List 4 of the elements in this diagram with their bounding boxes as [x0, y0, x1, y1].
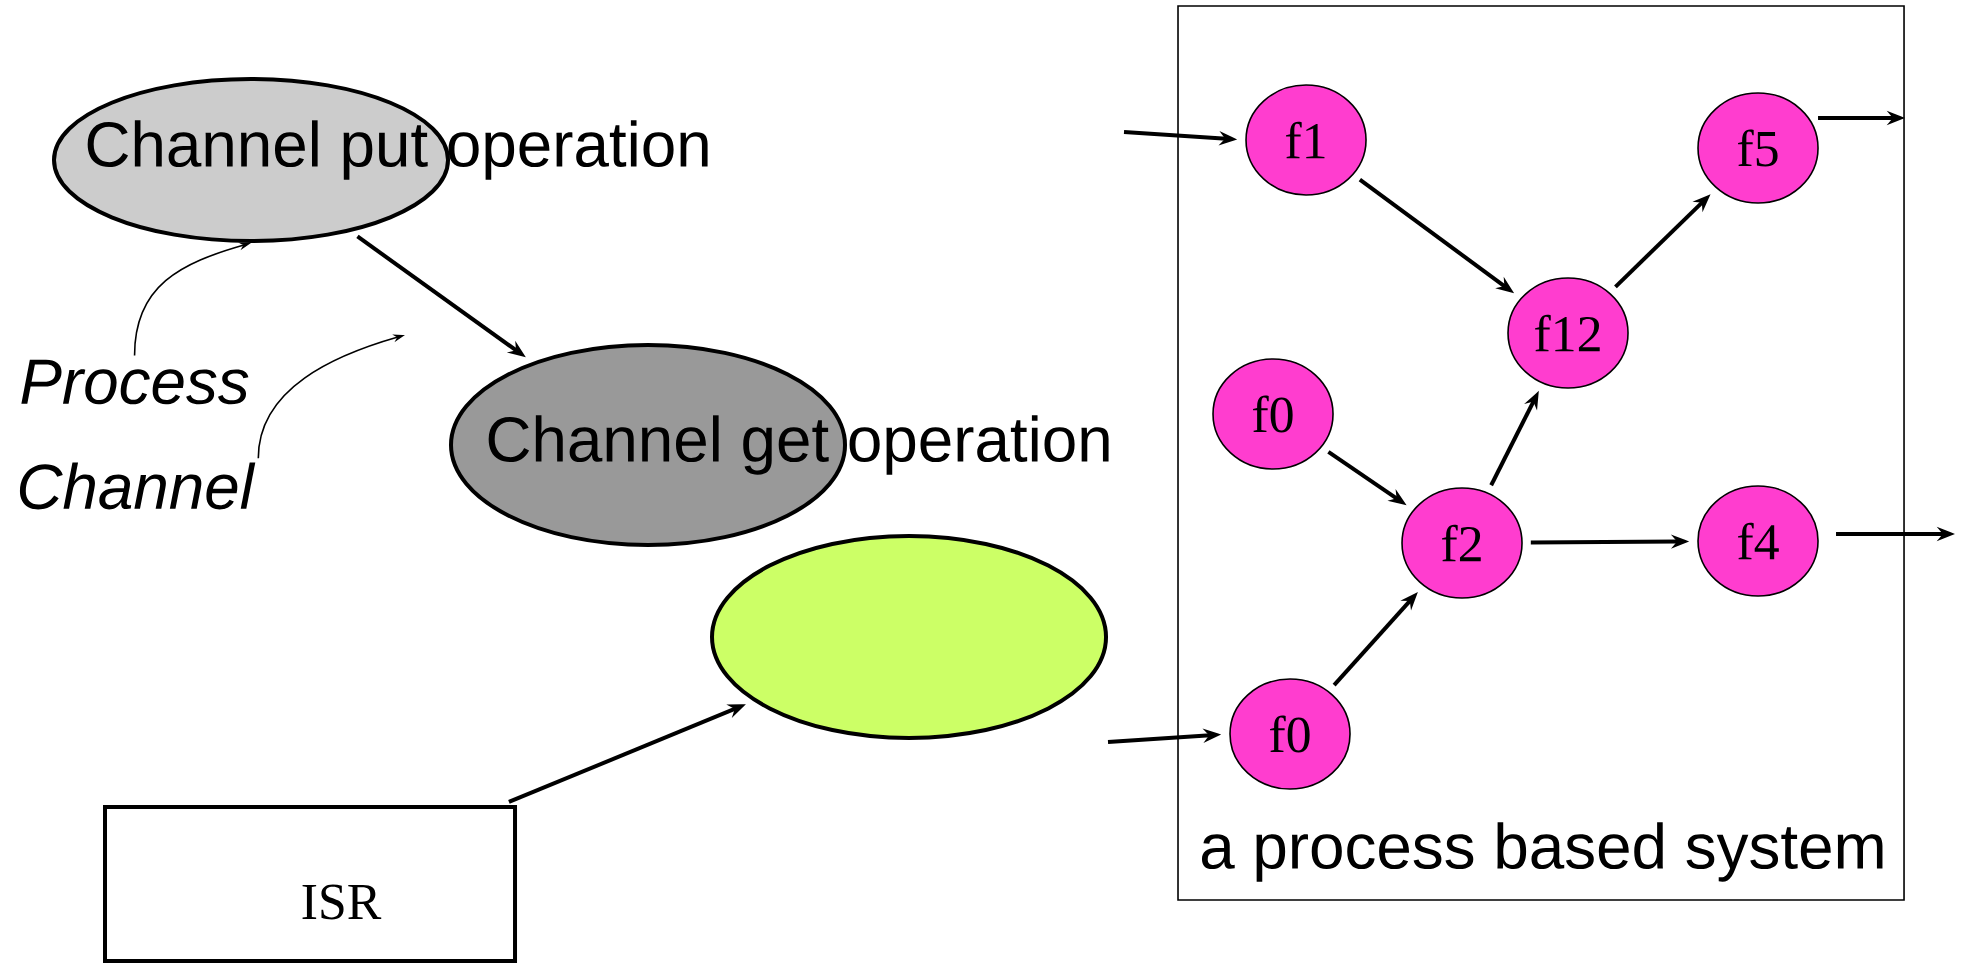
isr-box: ISR: [103, 805, 517, 963]
italic-label: Process: [21, 359, 249, 405]
italic-label: Channel: [19, 462, 256, 510]
ellipse: [710, 534, 1108, 740]
